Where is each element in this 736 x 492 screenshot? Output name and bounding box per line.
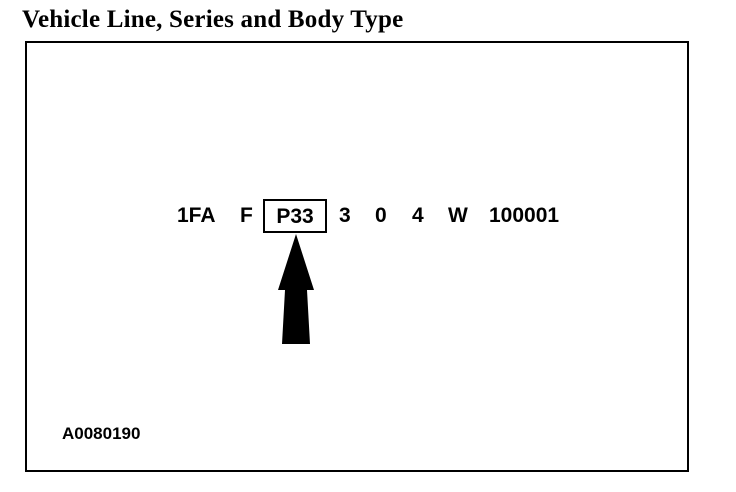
vin-segment-plant: W [448, 204, 468, 227]
diagram-frame [25, 41, 689, 472]
vin-segment-line-series-body: P33 [276, 205, 314, 228]
arrow-up-icon [278, 234, 314, 344]
vin-segment-engine: 3 [339, 204, 351, 227]
vin-segment-model-year: 4 [412, 204, 424, 227]
vin-segment-restraint: F [240, 204, 253, 227]
vin-highlight-box: P33 [263, 199, 327, 233]
page-title: Vehicle Line, Series and Body Type [22, 6, 404, 33]
vin-segment-check-digit: 0 [375, 204, 387, 227]
vin-segment-serial: 100001 [489, 204, 560, 227]
figure-reference-code: A0080190 [62, 424, 141, 443]
vin-segment-world-manufacturer: 1FA [177, 204, 216, 227]
